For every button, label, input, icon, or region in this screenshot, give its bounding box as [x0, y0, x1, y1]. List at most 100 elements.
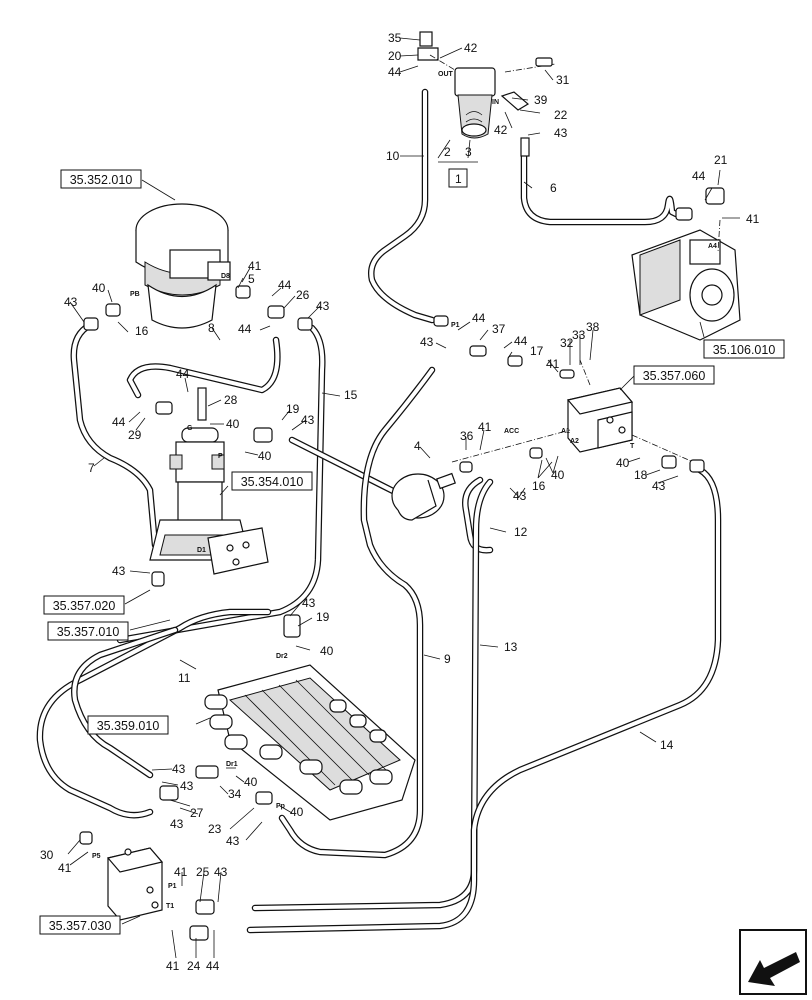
- callout: 43: [214, 865, 228, 879]
- callout: 41: [58, 861, 72, 875]
- callout: 35: [388, 31, 402, 45]
- valve-block-357-060: [451, 359, 701, 466]
- components: [67, 31, 741, 959]
- ref-label: 35.352.010: [70, 173, 133, 187]
- leader-lines: [67, 37, 740, 959]
- ref-label: 35.357.060: [643, 369, 706, 383]
- callout: 43: [170, 817, 184, 831]
- callout: 19: [286, 402, 300, 416]
- port-label: Dr2: [276, 653, 288, 660]
- ref-box-35-359-010[interactable]: 35.359.010: [87, 715, 169, 735]
- callout: 43: [420, 335, 434, 349]
- callout: 23: [208, 822, 222, 836]
- valve-d1: [207, 527, 269, 575]
- callout: 44: [238, 322, 252, 336]
- port-label: G: [187, 425, 193, 432]
- port-label: A2: [570, 438, 579, 445]
- port-label: A1: [561, 428, 570, 435]
- callout: 44: [112, 415, 126, 429]
- port-label: ACC: [504, 428, 519, 435]
- ref-box-35-352-010[interactable]: 35.352.010: [60, 169, 142, 189]
- callout: 16: [532, 479, 546, 493]
- ref-box-35-357-010[interactable]: 35.357.010: [47, 621, 129, 641]
- valve-357-030: [106, 847, 164, 921]
- callout: 7: [88, 461, 95, 475]
- callout: 1: [455, 172, 462, 186]
- callout: 41: [166, 959, 180, 973]
- callout: 22: [554, 108, 568, 122]
- control-valve-bank: [204, 664, 416, 821]
- callout: 42: [464, 41, 478, 55]
- callout: 25: [196, 865, 210, 879]
- callout: 43: [554, 126, 568, 140]
- pump-assembly: [631, 187, 741, 341]
- item-1-box: [448, 168, 468, 188]
- callout: 31: [556, 73, 570, 87]
- callout: 40: [244, 775, 258, 789]
- callout: 33: [572, 328, 586, 342]
- callout: 40: [551, 468, 565, 482]
- callout: 30: [40, 848, 54, 862]
- callout: 39: [534, 93, 548, 107]
- callout: 3: [465, 145, 472, 159]
- callout: 37: [492, 322, 506, 336]
- callout: 20: [388, 49, 402, 63]
- callout: 43: [301, 413, 315, 427]
- port-label: D1: [197, 547, 206, 554]
- accumulator: [391, 472, 456, 521]
- callout: 26: [296, 288, 310, 302]
- ref-box-35-354-010[interactable]: 35.354.010: [231, 471, 313, 491]
- ref-label: 35.354.010: [241, 475, 304, 489]
- filter-assembly: [417, 31, 556, 157]
- callout: 17: [530, 344, 544, 358]
- callout: 41: [248, 259, 262, 273]
- port-labels: OUT IN PB D8 P1 G P D1 ACC A1 A2 T A4 Dr…: [92, 71, 717, 910]
- port-label: D8: [221, 273, 230, 280]
- callout: 43: [112, 564, 126, 578]
- callout: 43: [316, 299, 330, 313]
- callout: 10: [386, 149, 400, 163]
- callout: 43: [226, 834, 240, 848]
- callout: 42: [494, 123, 508, 137]
- port-label: PB: [130, 291, 140, 298]
- callout: 16: [135, 324, 149, 338]
- callout: 18: [634, 468, 648, 482]
- callout: 44: [388, 65, 402, 79]
- ref-box-35-357-030[interactable]: 35.357.030: [39, 915, 121, 935]
- hose-loop-lower: [71, 626, 179, 779]
- port-label: P: [218, 453, 223, 460]
- callout: 43: [652, 479, 666, 493]
- callout: 34: [228, 787, 242, 801]
- callout: 44: [692, 169, 706, 183]
- port-label: P1: [168, 883, 177, 890]
- navigation-arrow-icon[interactable]: [739, 929, 807, 995]
- part-callouts: 35 20 44 42 31 39 22 42 43 10 2 3 1 6 21…: [40, 31, 760, 973]
- ref-label: 35.357.010: [57, 625, 120, 639]
- callout: 14: [660, 738, 674, 752]
- callout: 43: [172, 762, 186, 776]
- swing-motor: [135, 203, 231, 329]
- hoses: [36, 88, 722, 934]
- callout: 5: [248, 272, 255, 286]
- callout: 38: [586, 320, 600, 334]
- port-label: IN: [492, 99, 499, 106]
- callout: 11: [178, 671, 191, 685]
- ref-box-35-357-020[interactable]: 35.357.020: [43, 595, 125, 615]
- ref-box-35-106-010[interactable]: 35.106.010: [703, 339, 785, 359]
- callout: 41: [174, 865, 188, 879]
- callout: 12: [514, 525, 528, 539]
- callout: 40: [290, 805, 304, 819]
- port-label: OUT: [438, 71, 454, 78]
- callout: 44: [206, 959, 220, 973]
- callout: 21: [714, 153, 728, 167]
- fittings: [79, 57, 705, 941]
- callout: 40: [92, 281, 106, 295]
- callout: 27: [190, 806, 204, 820]
- port-label: A4: [708, 243, 717, 250]
- callout: 24: [187, 959, 201, 973]
- callout: 2: [444, 145, 451, 159]
- ref-box-35-357-060[interactable]: 35.357.060: [633, 365, 715, 385]
- callout: 41: [746, 212, 760, 226]
- ref-label: 35.106.010: [713, 343, 776, 357]
